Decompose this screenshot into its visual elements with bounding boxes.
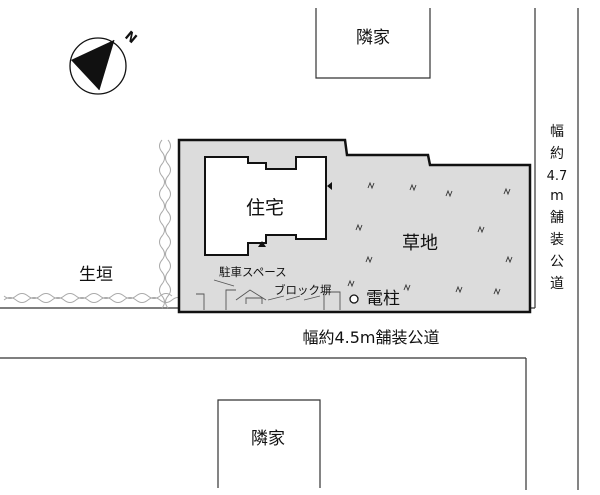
svg-text:幅: 幅 <box>550 124 564 140</box>
svg-text:公: 公 <box>550 254 564 270</box>
grass-label: 草地 <box>402 233 438 254</box>
parking-label: 駐車スペース <box>219 265 287 279</box>
svg-text:道: 道 <box>550 276 564 292</box>
house-footprint <box>204 156 327 256</box>
neighbor-house-top: 隣家 <box>315 8 431 79</box>
svg-text:m: m <box>550 188 564 204</box>
neighbor-house-bottom: 隣家 <box>217 399 321 488</box>
entrance-marker-right <box>327 182 332 190</box>
utility-pole-label: 電柱 <box>366 289 400 309</box>
grass-tufts <box>347 181 513 296</box>
hedge-label: 生垣 <box>79 265 113 285</box>
compass-icon: N <box>69 29 139 95</box>
east-road-label: 幅 約 4.7 m 舗 装 公 道 <box>547 124 568 292</box>
parking-area <box>196 279 341 310</box>
neighbor-top-label: 隣家 <box>356 28 390 48</box>
house-label: 住宅 <box>246 197 284 219</box>
svg-text:4.7: 4.7 <box>547 169 568 184</box>
svg-text:装: 装 <box>550 232 564 248</box>
utility-pole-icon <box>349 294 359 304</box>
block-wall-label: ブロック塀 <box>274 283 332 297</box>
hedge <box>3 139 185 309</box>
svg-text:約: 約 <box>550 146 564 162</box>
svg-text:舗: 舗 <box>550 210 564 226</box>
south-road-label: 幅約4.5m舗装公道 <box>302 328 439 347</box>
entrance-marker-bottom <box>258 241 266 247</box>
compass-north-label: N <box>121 29 139 47</box>
neighbor-bottom-label: 隣家 <box>251 429 285 449</box>
